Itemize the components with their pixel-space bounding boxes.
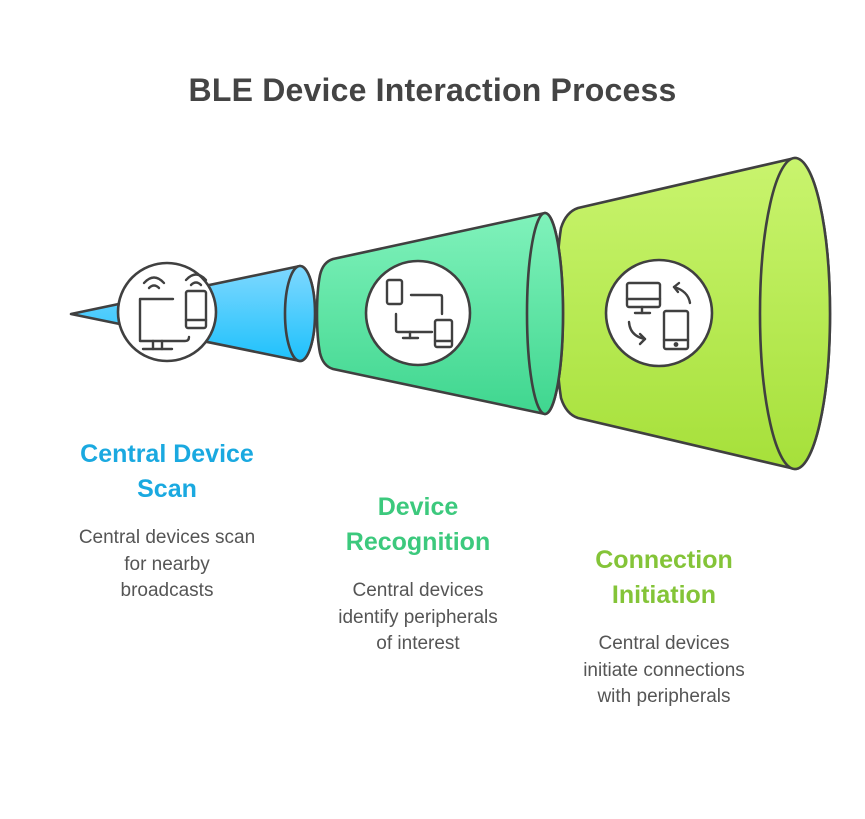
step-device-recognition: Device Recognition Central devices ident… — [293, 490, 543, 658]
stage-2-cone-end — [525, 211, 565, 416]
stage-1-cone-end — [283, 264, 317, 363]
device-sync-icon — [625, 281, 692, 351]
step-connection-initiation: Connection Initiation Central devices in… — [539, 543, 789, 711]
step-2-desc-line: Central devices — [352, 580, 484, 601]
devices-network-icon — [385, 278, 454, 349]
step-central-device-scan: Central Device Scan Central devices scan… — [42, 437, 292, 605]
step-2-description: Central devices identify peripherals of … — [293, 578, 543, 658]
step-1-title: Central Device Scan — [42, 437, 292, 507]
step-2-title-line: Device — [377, 493, 459, 521]
step-2-desc-line: of interest — [376, 633, 460, 654]
step-3-title-line: Initiation — [611, 581, 717, 609]
stage-3-icon-circle — [604, 258, 714, 368]
stage-2-icon-circle — [364, 259, 472, 367]
step-3-desc-line: with peripherals — [597, 686, 731, 707]
step-1-description: Central devices scan for nearby broadcas… — [42, 525, 292, 605]
step-3-desc-line: Central devices — [598, 633, 730, 654]
step-3-desc-line: initiate connections — [583, 659, 745, 681]
step-1-title-line: Central Device — [80, 440, 254, 468]
step-2-title-line: Recognition — [345, 528, 491, 556]
step-1-desc-line: Central devices scan — [78, 527, 256, 548]
diagram-title: BLE Device Interaction Process — [188, 72, 677, 108]
computer-phone-wifi-icon — [138, 273, 208, 351]
stage-1-icon-circle — [116, 261, 218, 363]
stage-3-cone-end — [758, 156, 832, 471]
step-3-title-line: Connection — [595, 546, 733, 574]
step-3-title: Connection Initiation — [539, 543, 789, 613]
step-2-desc-line: identify peripherals — [338, 606, 498, 628]
step-2-title: Device Recognition — [293, 490, 543, 560]
step-3-description: Central devices initiate connections wit… — [539, 631, 789, 711]
step-1-desc-line: broadcasts — [120, 580, 214, 601]
step-1-title-line: Scan — [137, 475, 197, 503]
step-1-desc-line: for nearby — [124, 553, 210, 575]
